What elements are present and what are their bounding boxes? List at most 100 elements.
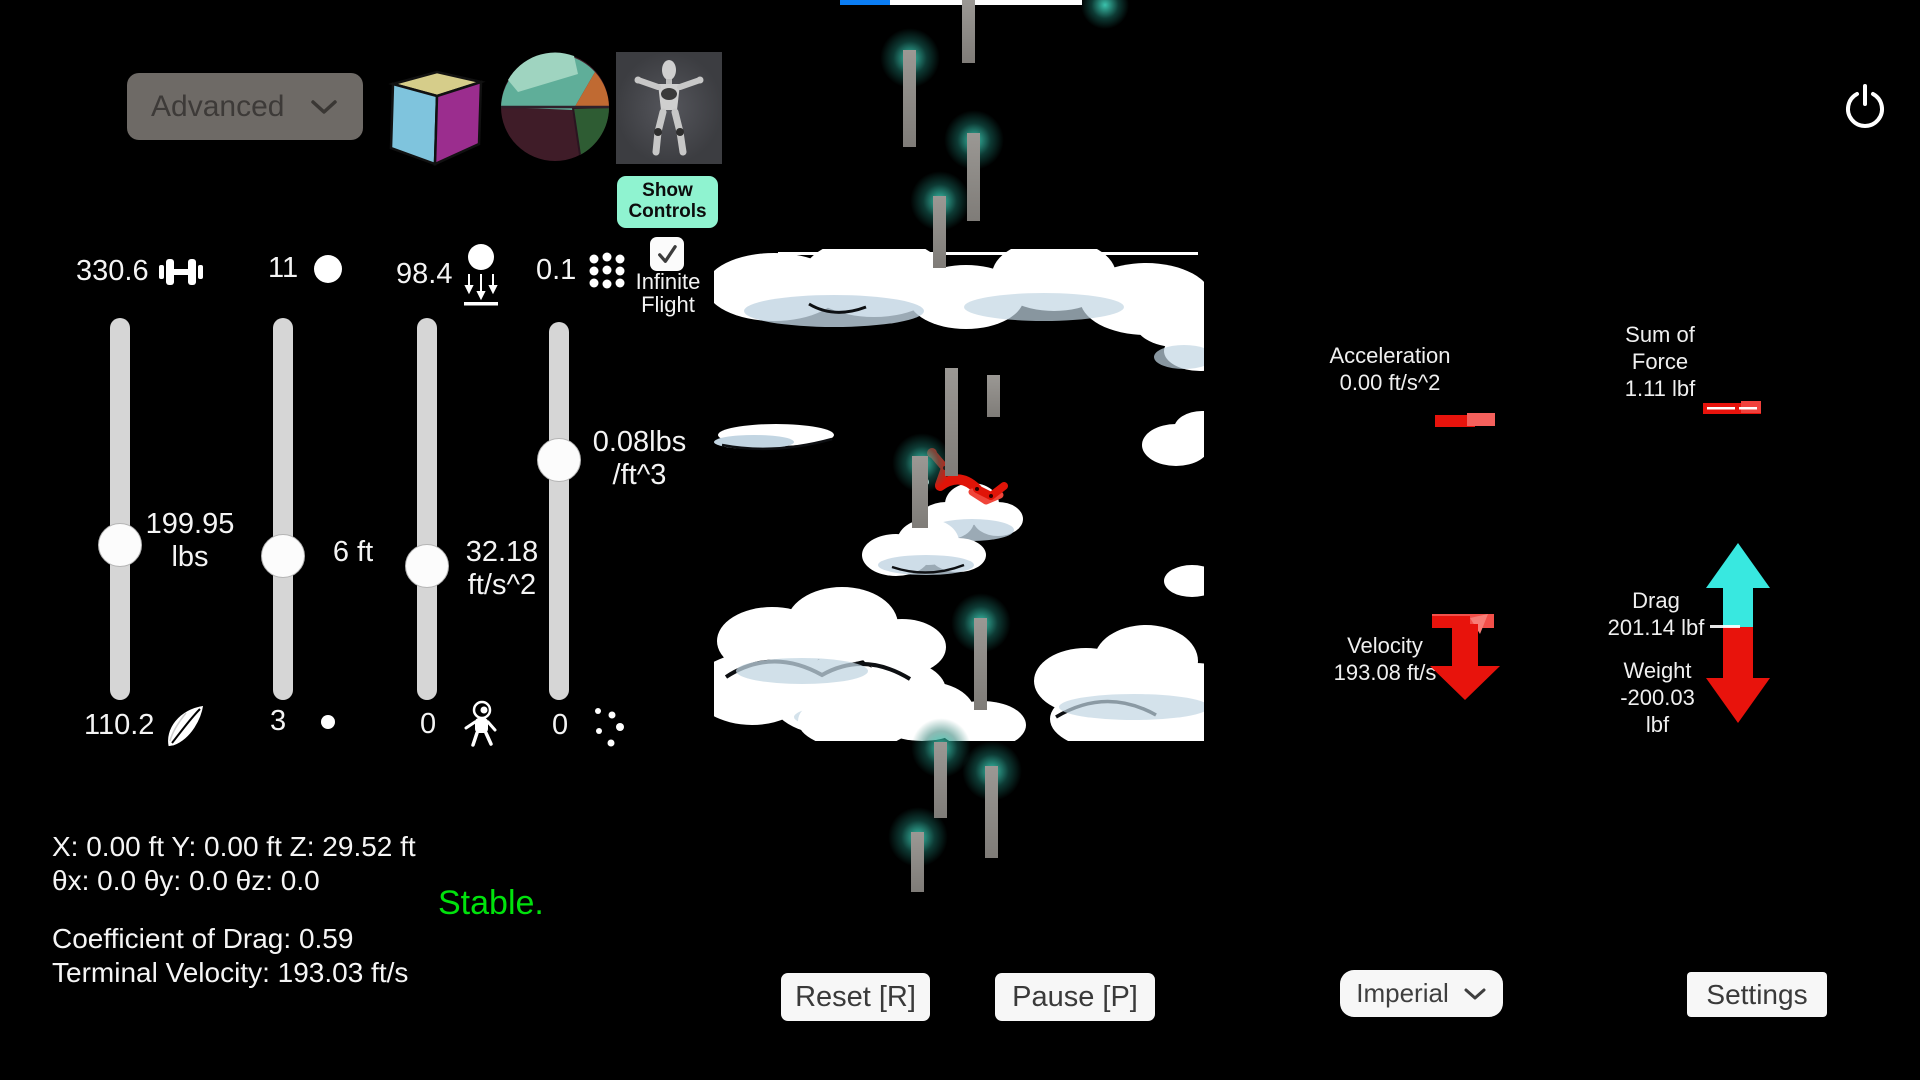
sum-of-force-label: Sum of Force	[1625, 322, 1695, 374]
motion-streak	[945, 368, 958, 476]
weight-slider-max: 330.6	[76, 252, 205, 292]
size-slider-min: 3	[270, 705, 336, 738]
size-slider-value: 6 ft	[332, 536, 374, 568]
air-density-slider-value: 0.08lbs /ft^3	[592, 426, 687, 492]
mannequin-shape-button[interactable]	[616, 52, 722, 164]
weight-slider-min: 110.2	[84, 703, 206, 749]
air-density-slider-track[interactable]	[549, 322, 569, 700]
settings-button[interactable]: Settings	[1687, 972, 1827, 1017]
clouds-illustration	[714, 249, 1204, 741]
sphere-shape-button[interactable]	[498, 50, 612, 164]
small-dot-icon	[321, 714, 336, 729]
falling-ball-icon	[464, 244, 499, 306]
motion-streak	[903, 50, 916, 147]
drag-value: 201.14 lbf	[1607, 614, 1705, 640]
drag-label: Drag	[1632, 588, 1680, 613]
gravity-slider-thumb[interactable]	[405, 544, 449, 588]
streak-glow	[1080, 0, 1130, 30]
size-max-value: 11	[268, 252, 299, 284]
cube-shape-button[interactable]	[385, 52, 490, 166]
feather-icon	[167, 704, 206, 748]
drag-readout: Drag 201.14 lbf	[1596, 588, 1716, 642]
sphere-icon	[501, 52, 610, 161]
size-slider-track[interactable]	[273, 318, 293, 700]
air-density-slider-max: 0.1	[536, 252, 626, 290]
motion-streak	[962, 0, 975, 63]
reset-button-label: Reset [R]	[795, 980, 916, 1013]
motion-streak	[967, 133, 980, 221]
cube-icon	[388, 70, 486, 166]
power-icon	[1846, 84, 1884, 128]
density-dots-icon	[589, 252, 625, 289]
mannequin-icon	[616, 52, 722, 164]
rotation-readout: θx: 0.0 θy: 0.0 θz: 0.0	[52, 865, 320, 896]
size-slider-thumb[interactable]	[261, 534, 305, 578]
position-rotation-block: X: 0.00 ft Y: 0.00 ft Z: 29.52 ft θx: 0.…	[52, 830, 416, 898]
gravity-slider-max: 98.4	[396, 244, 500, 306]
show-controls-button[interactable]: Show Controls	[617, 176, 718, 228]
weight-value: -200.03 lbf	[1620, 684, 1695, 737]
weight-slider-track[interactable]	[110, 318, 130, 700]
mode-dropdown-value: Advanced	[151, 89, 285, 123]
gravity-slider-track[interactable]	[417, 318, 437, 700]
sum-of-force-readout: Sum of Force 1.11 lbf	[1600, 322, 1720, 402]
air-density-max-value: 0.1	[536, 254, 577, 287]
gravity-slider-value: 32.18 ft/s^2	[465, 536, 539, 602]
air-density-slider-thumb[interactable]	[537, 438, 581, 482]
infinite-flight-checkbox[interactable]	[650, 237, 684, 271]
pause-button-label: Pause [P]	[1012, 980, 1138, 1013]
weight-max-value: 330.6	[76, 255, 149, 288]
velocity-vector-arrow	[1430, 614, 1500, 700]
gravity-slider-min: 0	[420, 700, 498, 750]
velocity-readout: Velocity 193.08 ft/s	[1320, 633, 1450, 687]
size-slider-max: 11	[268, 252, 344, 285]
gravity-min-value: 0	[420, 708, 437, 741]
motion-streak	[987, 375, 1000, 417]
infinite-flight-label: Infinite Flight	[635, 269, 701, 318]
weight-label: Weight	[1623, 658, 1692, 683]
sky-viewport	[714, 249, 1204, 741]
drag-terminal-block: Coefficient of Drag: 0.59 Terminal Veloc…	[52, 922, 408, 990]
sum-of-force-vector-arrow	[1703, 401, 1761, 414]
chevron-down-icon	[311, 99, 337, 114]
units-dropdown[interactable]: Imperial	[1340, 970, 1503, 1017]
weight-min-value: 110.2	[84, 709, 155, 742]
air-density-slider-min: 0	[552, 705, 626, 747]
weight-slider-thumb[interactable]	[98, 523, 142, 567]
units-dropdown-value: Imperial	[1356, 978, 1449, 1008]
velocity-value: 193.08 ft/s	[1333, 659, 1437, 685]
mode-dropdown[interactable]: Advanced	[127, 73, 363, 140]
size-min-value: 3	[270, 705, 287, 737]
reset-button[interactable]: Reset [R]	[781, 973, 930, 1021]
acceleration-readout: Acceleration 0.00 ft/s^2	[1320, 343, 1460, 397]
gravity-max-value: 98.4	[396, 258, 453, 291]
sparse-dots-icon	[595, 708, 625, 747]
top-progress-bar	[890, 0, 1082, 5]
chevron-down-icon	[1464, 988, 1486, 999]
power-button[interactable]	[1843, 84, 1887, 132]
weight-readout: Weight -200.03 lbf	[1600, 658, 1715, 738]
drag-weight-vector-arrows	[1706, 543, 1770, 723]
terminal-velocity-readout: Terminal Velocity: 193.03 ft/s	[52, 957, 409, 988]
acceleration-vector-arrow	[1435, 413, 1495, 427]
stability-status: Stable.	[438, 884, 544, 922]
drag-coefficient-readout: Coefficient of Drag: 0.59	[52, 923, 354, 954]
settings-button-label: Settings	[1706, 978, 1808, 1010]
balloon-icon	[314, 254, 343, 283]
pause-button[interactable]: Pause [P]	[995, 973, 1155, 1021]
motion-streak	[912, 456, 928, 528]
astronaut-icon	[464, 700, 497, 747]
velocity-label: Velocity	[1347, 633, 1423, 658]
checkmark-icon	[658, 245, 677, 263]
air-density-min-value: 0	[552, 709, 569, 742]
weight-slider-value: 199.95 lbs	[145, 508, 235, 574]
show-controls-label: Show Controls	[628, 180, 707, 222]
top-progress-bar-fill	[840, 0, 890, 5]
motion-streak	[933, 196, 946, 268]
acceleration-label: Acceleration	[1329, 343, 1451, 368]
motion-streak	[974, 618, 987, 710]
motion-streak	[911, 832, 924, 892]
acceleration-value: 0.00 ft/s^2	[1339, 369, 1441, 395]
motion-streak	[934, 742, 947, 818]
